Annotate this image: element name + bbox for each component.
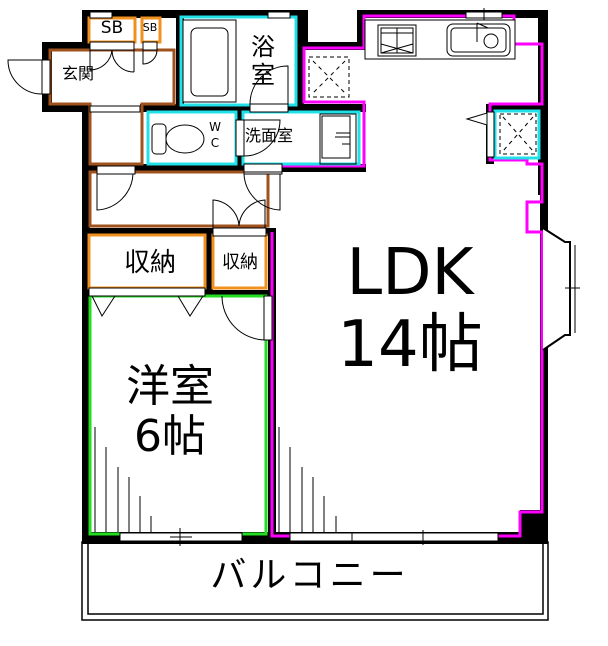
balcony-outline bbox=[81, 541, 549, 621]
wc-outline bbox=[146, 110, 238, 166]
western-room-label: 洋室 6帖 bbox=[100, 361, 240, 463]
shoe-box-1-label: SB bbox=[100, 18, 124, 38]
ldk-label: LDK 14帖 bbox=[300, 236, 520, 382]
fixtures bbox=[151, 19, 537, 165]
fridge-outline bbox=[493, 109, 541, 160]
floor-hatching bbox=[94, 427, 337, 532]
western-room-size: 6帖 bbox=[134, 411, 206, 463]
toilet-label: WC bbox=[209, 120, 221, 150]
hallway-outline bbox=[88, 170, 270, 228]
windows bbox=[89, 8, 503, 546]
western-room-name: 洋室 bbox=[126, 361, 214, 412]
bathroom-outline bbox=[179, 15, 298, 107]
entrance-label: 玄関 bbox=[62, 64, 95, 83]
ldk-size: 14帖 bbox=[337, 307, 483, 382]
bay-window bbox=[542, 227, 580, 351]
doors bbox=[7, 41, 495, 341]
balcony-label: バルコニー bbox=[210, 555, 410, 596]
washroom-label: 洗面室 bbox=[245, 126, 294, 145]
storage-large-label: 収納 bbox=[123, 248, 176, 278]
bathroom-label: 浴室 bbox=[251, 33, 275, 89]
shoe-box-2-label: SB bbox=[142, 21, 158, 34]
ldk-outline bbox=[270, 14, 544, 538]
storage-small-label: 収納 bbox=[222, 252, 258, 273]
ldk-name: LDK bbox=[346, 236, 474, 310]
entrance-outline bbox=[48, 48, 176, 166]
